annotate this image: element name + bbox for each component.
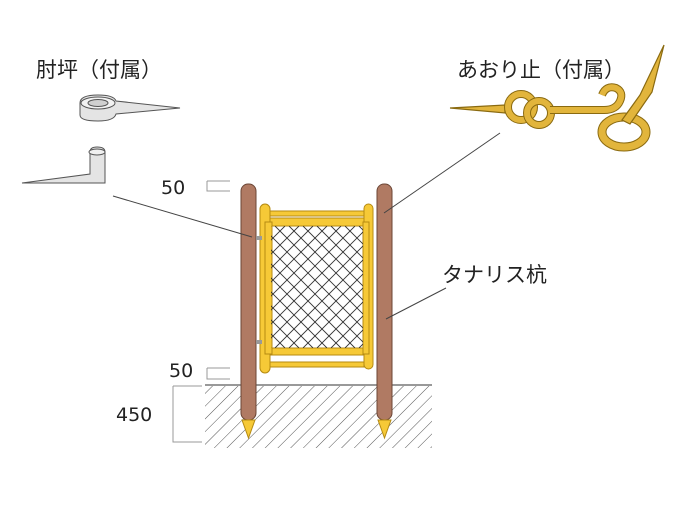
gate-rail-top-inner (269, 217, 365, 227)
mesh-line (415, 226, 537, 348)
label-latch-hook: あおり止（付属） (457, 58, 625, 82)
leader-lines (112, 132, 501, 320)
mesh-line (387, 226, 509, 348)
mesh-line (316, 301, 363, 348)
mesh-line (271, 319, 300, 348)
post-right-tip (377, 419, 392, 440)
mesh-line (443, 226, 565, 348)
mesh-line (457, 226, 579, 348)
mesh-line (401, 226, 523, 348)
gate-inner-stile-right (362, 221, 370, 355)
mesh-line (271, 226, 300, 255)
mesh-line (271, 231, 363, 325)
mesh-line (415, 226, 537, 348)
leader-latch (383, 132, 501, 214)
label-hinge-parts: 肘坪（付属） (36, 58, 162, 82)
hinge-pin-icon (21, 146, 106, 184)
mesh-line (330, 226, 363, 259)
leader-post (385, 287, 447, 320)
hinge-ring-icon (79, 94, 181, 122)
mesh-line (401, 226, 523, 348)
mesh-line (271, 226, 314, 269)
mesh-line (471, 226, 593, 348)
latch-hook-icon (449, 44, 665, 152)
mesh-line (457, 226, 579, 348)
hinge-block-bottom (256, 340, 262, 344)
mesh-line (271, 291, 328, 348)
mesh-line (302, 287, 363, 348)
post-right (376, 183, 393, 440)
mesh-line (330, 315, 363, 348)
mesh-line (271, 226, 328, 283)
post-left (240, 183, 257, 440)
mesh-line (288, 273, 363, 348)
ground (205, 384, 432, 448)
dim-embed-depth: 450 (116, 404, 152, 426)
mesh-line (271, 305, 314, 348)
mesh-line (443, 226, 565, 348)
gate-rail-top (269, 210, 365, 217)
mesh-line (471, 226, 593, 348)
dimension-marks (172, 180, 230, 443)
mesh-line (316, 226, 363, 273)
gate-inner-stile-left (264, 221, 273, 355)
post-left-tip (241, 419, 256, 440)
mesh-line (271, 245, 363, 339)
mesh-line (271, 226, 356, 311)
gate-rail-base (269, 361, 365, 368)
mesh-line (271, 226, 342, 297)
gate-rail-bottom (269, 347, 365, 356)
leader-hinge (112, 195, 253, 238)
gate-mesh (271, 226, 593, 348)
dim-bottom-gap: 50 (169, 360, 193, 382)
mesh-line (302, 226, 363, 287)
mesh-line (429, 226, 551, 348)
mesh-line (274, 259, 363, 348)
label-post: タナリス杭 (442, 263, 547, 287)
mesh-line (387, 226, 509, 348)
mesh-line (429, 226, 551, 348)
gate-frame (259, 203, 374, 374)
hinge-block-top (256, 236, 262, 240)
dim-top-gap: 50 (161, 177, 185, 199)
